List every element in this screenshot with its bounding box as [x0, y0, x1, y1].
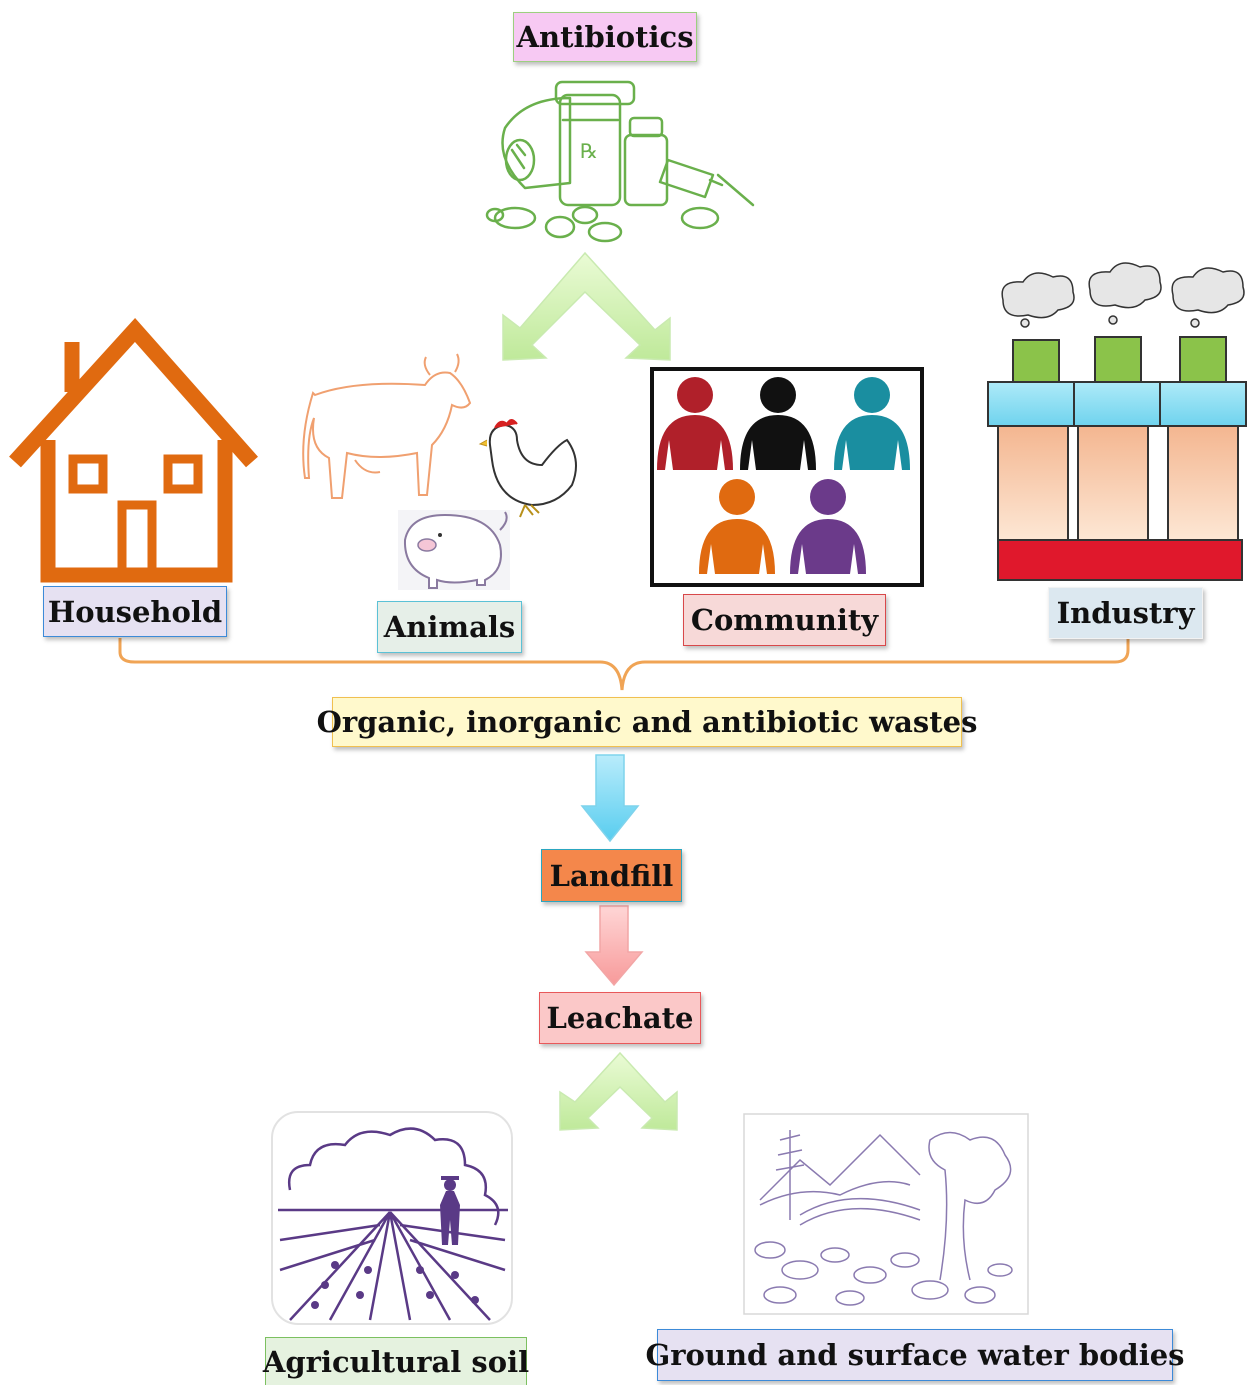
- factory-icon: [987, 262, 1247, 581]
- people-icon: [650, 367, 924, 587]
- house-icon: [9, 318, 258, 583]
- cow-icon: [302, 353, 472, 499]
- person-teal: [834, 377, 910, 470]
- distribution-arrow-bottom: [559, 1051, 678, 1131]
- wastes-label: Organic, inorganic and antibiotic wastes: [317, 697, 977, 747]
- animals-label: Animals: [377, 601, 522, 653]
- community-label: Community: [683, 594, 886, 646]
- industry-label: Industry: [1048, 587, 1203, 639]
- farm-field-icon: [271, 1111, 513, 1325]
- svg-text:℞: ℞: [580, 139, 598, 163]
- chicken-icon: [478, 419, 577, 518]
- sources-bracket: [118, 638, 1130, 691]
- distribution-arrow-top: [502, 251, 671, 361]
- water-bodies-label: Ground and surface water bodies: [646, 1329, 1185, 1381]
- agricultural-soil-label: Agricultural soil: [263, 1337, 529, 1385]
- arrow-to-leachate: [584, 905, 644, 987]
- person-black: [740, 377, 816, 470]
- pig-icon: [398, 510, 510, 590]
- antibiotics-label: Antibiotics: [513, 12, 697, 62]
- river-landscape-icon: [743, 1113, 1029, 1315]
- arrow-to-landfill: [580, 754, 640, 843]
- person-purple: [790, 479, 866, 574]
- landfill-label: Landfill: [541, 849, 682, 902]
- household-label: Household: [43, 586, 227, 637]
- antibiotics-icon: ℞: [485, 80, 755, 243]
- person-red: [657, 377, 733, 470]
- leachate-label: Leachate: [539, 992, 701, 1044]
- person-orange: [699, 479, 775, 574]
